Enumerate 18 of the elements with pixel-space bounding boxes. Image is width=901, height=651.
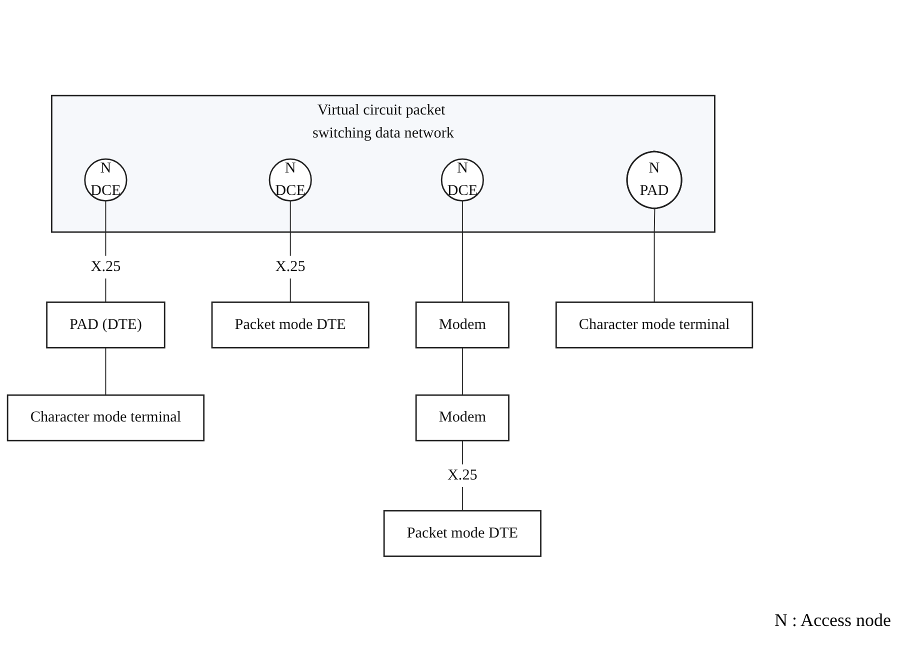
node-circle: N DCE <box>84 158 128 202</box>
edge-label: X.25 <box>90 258 121 274</box>
node-box: Modem <box>415 301 510 348</box>
node-circle: N DCE <box>268 158 312 202</box>
node-box: Character mode terminal <box>6 394 205 441</box>
node-circle: N DCE <box>440 158 484 202</box>
connector <box>462 346 463 396</box>
connector <box>105 346 106 396</box>
node-box: Modem <box>415 394 510 441</box>
connector <box>462 200 463 302</box>
node-box: Packet mode DTE <box>211 301 370 348</box>
edge-label: X.25 <box>447 466 478 483</box>
key-note: N : Access node <box>774 610 891 631</box>
connector <box>654 208 656 302</box>
node-box: Packet mode DTE <box>383 510 542 557</box>
node-box: Character mode terminal <box>555 301 754 348</box>
node-box: PAD (DTE) <box>46 301 166 348</box>
edge-label: X.25 <box>275 258 306 274</box>
